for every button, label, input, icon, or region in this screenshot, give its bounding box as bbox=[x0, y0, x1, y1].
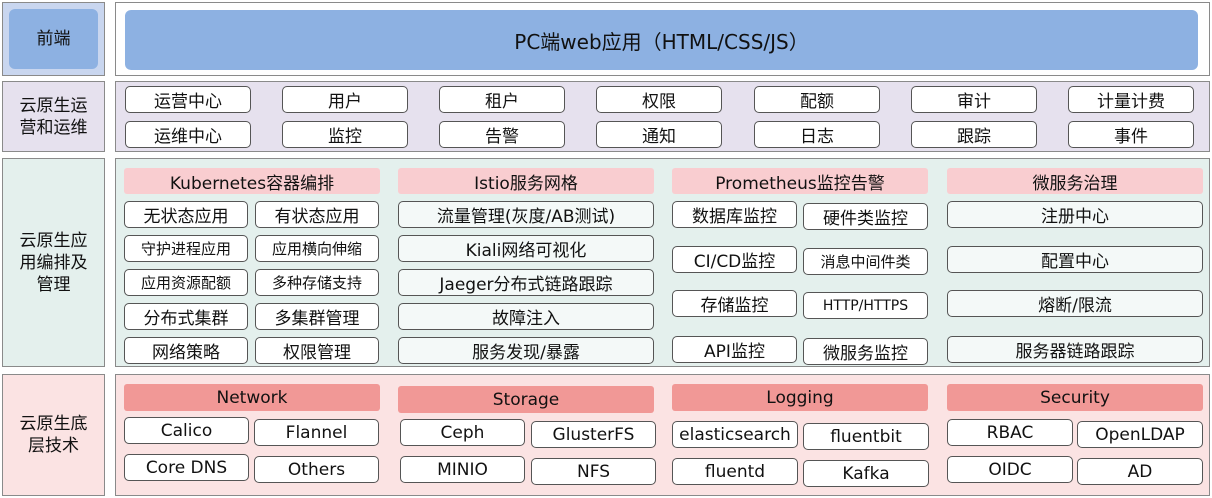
ops-item-tenants: 租户 bbox=[439, 86, 565, 113]
k8s-item-storage-support: 多种存储支持 bbox=[255, 269, 379, 296]
frontend-label-text: 前端 bbox=[36, 29, 71, 49]
prometheus-header-text: Prometheus监控告警 bbox=[715, 173, 885, 194]
prom-item-hardware: 硬件类监控 bbox=[803, 203, 928, 230]
app-label-text: 云原生应用编排及管理 bbox=[19, 230, 88, 295]
security-item-oidc: OIDC bbox=[947, 456, 1073, 483]
infra-label-text: 云原生底层技术 bbox=[19, 414, 88, 456]
pc-web-app-text: PC端web应用（HTML/CSS/JS） bbox=[514, 29, 809, 54]
microservice-header-text: 微服务治理 bbox=[1032, 173, 1118, 194]
frontend-layer-label: 前端 bbox=[2, 2, 105, 76]
infra-panel: Network Calico Flannel Core DNS Others S… bbox=[115, 374, 1210, 496]
prom-item-database: 数据库监控 bbox=[672, 201, 797, 228]
ms-item-config: 配置中心 bbox=[947, 246, 1203, 273]
k8s-item-stateless: 无状态应用 bbox=[124, 201, 248, 228]
prom-item-http: HTTP/HTTPS bbox=[803, 292, 928, 319]
security-item-rbac: RBAC bbox=[947, 419, 1073, 446]
frontend-label-inner: 前端 bbox=[9, 9, 98, 69]
ops-item-notifications: 通知 bbox=[596, 121, 722, 148]
k8s-item-distributed-cluster: 分布式集群 bbox=[124, 303, 248, 330]
prom-item-message-middleware: 消息中间件类 bbox=[803, 248, 928, 275]
ops-item-operations-center: 运营中心 bbox=[125, 86, 251, 113]
storage-item-minio: MINIO bbox=[400, 456, 525, 483]
pc-web-app-bar: PC端web应用（HTML/CSS/JS） bbox=[125, 10, 1198, 70]
k8s-header-text: Kubernetes容器编排 bbox=[169, 173, 335, 194]
logging-header-text: Logging bbox=[766, 387, 834, 408]
istio-header: Istio服务网格 bbox=[398, 168, 654, 194]
ops-item-alerts: 告警 bbox=[439, 121, 565, 148]
network-item-calico: Calico bbox=[124, 417, 249, 444]
istio-item-fault-injection: 故障注入 bbox=[398, 303, 654, 330]
prom-item-cicd: CI/CD监控 bbox=[672, 246, 797, 273]
security-item-ad: AD bbox=[1077, 458, 1203, 485]
prom-item-microservice: 微服务监控 bbox=[803, 338, 928, 365]
ops-item-audit: 审计 bbox=[911, 86, 1037, 113]
network-header-text: Network bbox=[216, 387, 288, 408]
network-header: Network bbox=[124, 384, 380, 411]
infra-layer-label: 云原生底层技术 bbox=[2, 374, 105, 496]
logging-item-fluentd: fluentd bbox=[672, 458, 798, 485]
security-header-text: Security bbox=[1040, 387, 1110, 408]
app-panel: Kubernetes容器编排 无状态应用 有状态应用 守护进程应用 应用横向伸缩… bbox=[115, 158, 1210, 367]
network-item-coredns: Core DNS bbox=[124, 454, 249, 481]
ms-item-tracing: 服务器链路跟踪 bbox=[947, 336, 1203, 363]
storage-header-text: Storage bbox=[492, 389, 560, 410]
k8s-item-daemon: 守护进程应用 bbox=[124, 235, 248, 262]
prom-item-api: API监控 bbox=[672, 336, 797, 363]
ms-item-registry: 注册中心 bbox=[947, 201, 1203, 228]
k8s-header: Kubernetes容器编排 bbox=[124, 168, 380, 194]
logging-item-fluentbit: fluentbit bbox=[803, 423, 929, 450]
k8s-item-network-policy: 网络策略 bbox=[124, 337, 248, 364]
ops-item-billing: 计量计费 bbox=[1068, 86, 1194, 113]
prometheus-header: Prometheus监控告警 bbox=[672, 168, 928, 194]
network-item-others: Others bbox=[254, 456, 379, 483]
ms-item-circuit-breaker: 熔断/限流 bbox=[947, 290, 1203, 317]
ops-item-tracing: 跟踪 bbox=[911, 121, 1037, 148]
ops-label-text: 云原生运营和运维 bbox=[19, 95, 88, 138]
storage-header: Storage bbox=[398, 386, 654, 413]
k8s-item-resource-quota: 应用资源配额 bbox=[124, 269, 248, 296]
ops-item-permissions: 权限 bbox=[596, 86, 722, 113]
microservice-header: 微服务治理 bbox=[947, 168, 1203, 194]
istio-item-service-discovery: 服务发现/暴露 bbox=[398, 337, 654, 364]
istio-item-traffic: 流量管理(灰度/AB测试) bbox=[398, 201, 654, 228]
frontend-panel: PC端web应用（HTML/CSS/JS） bbox=[115, 2, 1210, 76]
security-header: Security bbox=[947, 384, 1203, 411]
logging-header: Logging bbox=[672, 384, 928, 411]
prom-item-storage: 存储监控 bbox=[672, 290, 797, 317]
k8s-item-rbac: 权限管理 bbox=[255, 337, 379, 364]
ops-item-monitoring: 监控 bbox=[282, 121, 408, 148]
ops-item-quota: 配额 bbox=[754, 86, 880, 113]
k8s-item-stateful: 有状态应用 bbox=[255, 201, 379, 228]
security-item-openldap: OpenLDAP bbox=[1077, 421, 1203, 448]
app-layer-label: 云原生应用编排及管理 bbox=[2, 158, 105, 367]
storage-item-ceph: Ceph bbox=[400, 419, 525, 446]
ops-layer-label: 云原生运营和运维 bbox=[2, 81, 105, 152]
k8s-item-multi-cluster: 多集群管理 bbox=[255, 303, 379, 330]
k8s-item-hpa: 应用横向伸缩 bbox=[255, 235, 379, 262]
istio-header-text: Istio服务网格 bbox=[474, 173, 578, 194]
logging-item-kafka: Kafka bbox=[803, 460, 929, 487]
istio-item-kiali: Kiali网络可视化 bbox=[398, 235, 654, 262]
ops-item-events: 事件 bbox=[1068, 121, 1194, 148]
ops-item-maintenance-center: 运维中心 bbox=[125, 121, 251, 148]
storage-item-nfs: NFS bbox=[531, 458, 656, 485]
istio-item-jaeger: Jaeger分布式链路跟踪 bbox=[398, 269, 654, 296]
logging-item-elasticsearch: elasticsearch bbox=[672, 421, 798, 448]
storage-item-glusterfs: GlusterFS bbox=[531, 421, 656, 448]
ops-item-users: 用户 bbox=[282, 86, 408, 113]
network-item-flannel: Flannel bbox=[254, 419, 379, 446]
ops-panel: 运营中心 用户 租户 权限 配额 审计 计量计费 运维中心 监控 告警 通知 日… bbox=[115, 81, 1210, 152]
ops-item-logs: 日志 bbox=[754, 121, 880, 148]
